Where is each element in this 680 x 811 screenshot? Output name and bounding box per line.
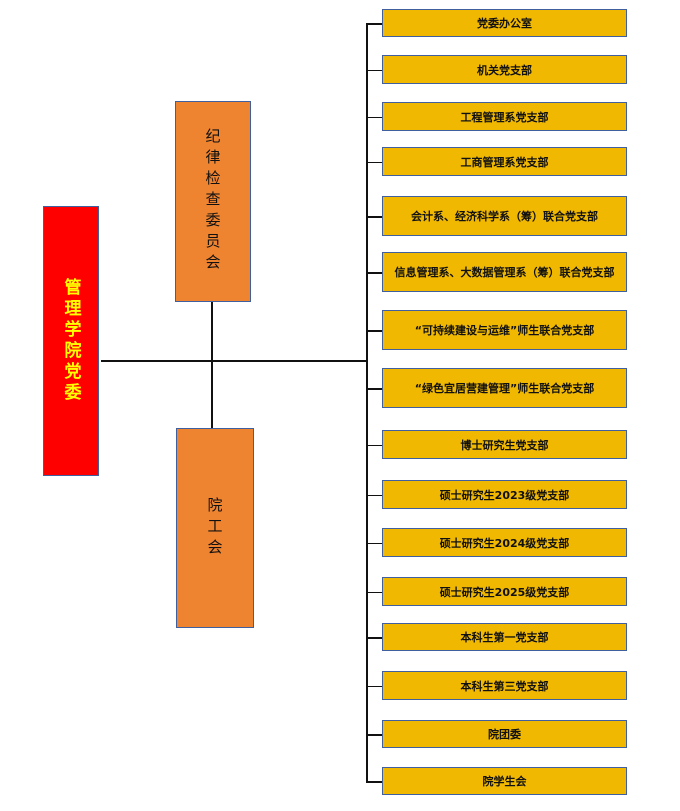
branch-connector <box>366 591 383 593</box>
branch-node-label: 机关党支部 <box>477 63 532 77</box>
branch-node-label: 硕士研究生2024级党支部 <box>439 536 570 550</box>
node-label: 院工会 <box>205 496 224 560</box>
branch-node[interactable]: “可持续建设与运维”师生联合党支部 <box>382 310 627 350</box>
branch-connector <box>366 23 383 25</box>
branch-connector <box>366 161 383 163</box>
branch-node-label: 本科生第三党支部 <box>460 679 549 693</box>
branch-node-label: 院学生会 <box>482 775 527 788</box>
branch-node[interactable]: 信息管理系、大数据管理系（筹）联合党支部 <box>382 252 627 292</box>
branch-connector <box>366 637 383 639</box>
branch-connector <box>366 444 383 446</box>
branch-connector <box>366 330 383 332</box>
branch-node[interactable]: 工程管理系党支部 <box>382 102 627 131</box>
branch-connector <box>366 494 383 496</box>
branch-node-label: 硕士研究生2023级党支部 <box>439 488 570 502</box>
branch-node[interactable]: 硕士研究生2023级党支部 <box>382 480 627 509</box>
branch-node[interactable]: 党委办公室 <box>382 9 627 37</box>
branch-node[interactable]: 博士研究生党支部 <box>382 430 627 459</box>
branch-node-label: 院团委 <box>488 728 521 741</box>
branch-node-label: 博士研究生党支部 <box>460 438 549 452</box>
branch-node-label: 工程管理系党支部 <box>460 110 549 124</box>
branch-node[interactable]: 工商管理系党支部 <box>382 147 627 176</box>
branch-connector <box>366 272 383 274</box>
branch-node[interactable]: 硕士研究生2024级党支部 <box>382 528 627 557</box>
branch-node-label: 党委办公室 <box>477 17 532 30</box>
branch-node-label: “可持续建设与运维”师生联合党支部 <box>414 324 595 337</box>
middle-vertical-connector <box>211 302 213 428</box>
branch-node-label: “绿色宜居营建管理”师生联合党支部 <box>414 382 595 395</box>
branch-connector <box>366 781 383 783</box>
branch-spine-connector <box>366 23 368 782</box>
branch-node[interactable]: 院团委 <box>382 720 627 748</box>
root-node-party-committee[interactable]: 管理学院党委 <box>43 206 99 476</box>
branch-connector <box>366 685 383 687</box>
branch-connector <box>366 216 383 218</box>
branch-node[interactable]: 本科生第三党支部 <box>382 671 627 700</box>
branch-node-label: 信息管理系、大数据管理系（筹）联合党支部 <box>394 266 615 279</box>
branch-connector <box>366 542 383 544</box>
main-horizontal-connector <box>101 360 367 362</box>
branch-node-label: 硕士研究生2025级党支部 <box>439 585 570 599</box>
branch-node[interactable]: 本科生第一党支部 <box>382 623 627 651</box>
branch-node[interactable]: 硕士研究生2025级党支部 <box>382 577 627 606</box>
node-discipline-inspection-committee[interactable]: 纪律检查委员会 <box>175 101 251 302</box>
branch-node[interactable]: 院学生会 <box>382 767 627 795</box>
branch-connector <box>366 116 383 118</box>
branch-node-label: 会计系、经济科学系（筹）联合党支部 <box>411 210 598 223</box>
root-node-label: 管理学院党委 <box>60 278 81 404</box>
branch-node-label: 工商管理系党支部 <box>460 155 549 169</box>
branch-node-label: 本科生第一党支部 <box>460 631 549 644</box>
branch-connector <box>366 388 383 390</box>
node-college-union[interactable]: 院工会 <box>176 428 254 628</box>
branch-node[interactable]: 会计系、经济科学系（筹）联合党支部 <box>382 196 627 236</box>
branch-node[interactable]: 机关党支部 <box>382 55 627 84</box>
node-label: 纪律检查委员会 <box>203 128 222 275</box>
branch-node[interactable]: “绿色宜居营建管理”师生联合党支部 <box>382 368 627 408</box>
branch-connector <box>366 734 383 736</box>
branch-connector <box>366 69 383 71</box>
